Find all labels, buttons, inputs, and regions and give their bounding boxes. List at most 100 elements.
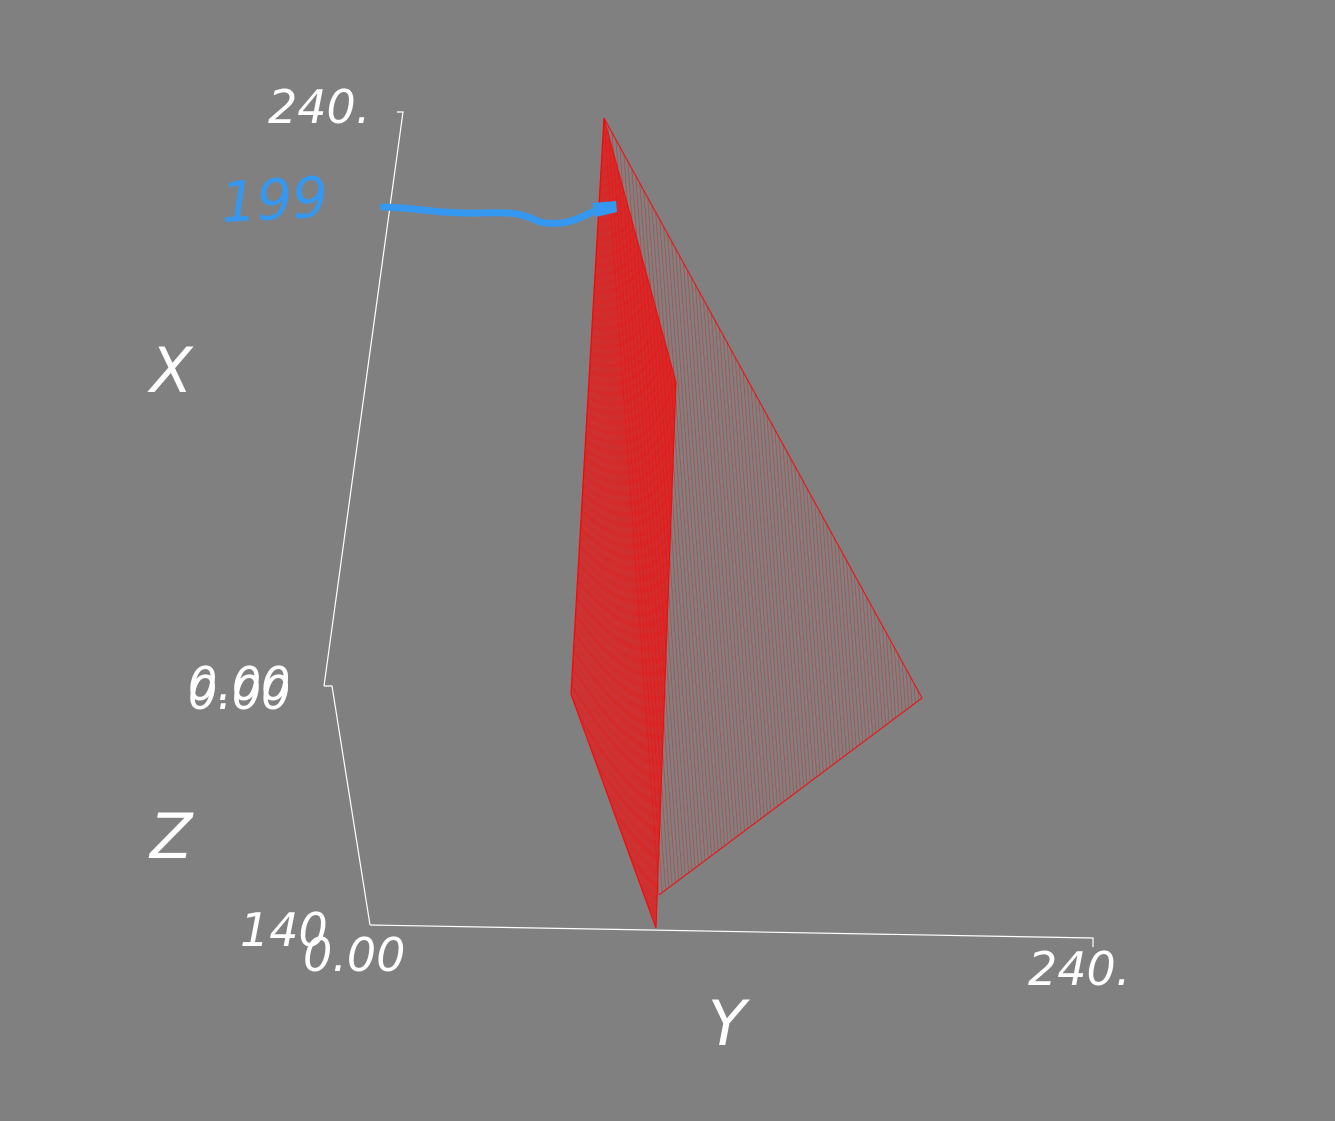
mesh-line	[616, 261, 644, 822]
mesh-line	[654, 379, 676, 926]
mesh-line	[633, 314, 659, 869]
mesh-line	[584, 161, 617, 734]
y-min-tick: 0.00	[303, 928, 405, 982]
mesh-line	[587, 170, 619, 741]
mesh-line	[659, 219, 706, 861]
mesh-line	[629, 299, 655, 856]
mesh-line	[652, 373, 675, 921]
mesh-line	[647, 358, 671, 908]
mesh-line	[586, 167, 619, 739]
mesh-line	[612, 247, 640, 809]
annotation-arrow	[379, 202, 612, 228]
mesh-line	[573, 126, 607, 702]
mesh-line	[602, 217, 632, 783]
mesh-line	[703, 299, 742, 834]
mesh-line	[653, 376, 675, 923]
mesh-line	[607, 232, 636, 796]
mesh-line	[691, 277, 732, 841]
mesh-line	[818, 509, 837, 763]
mesh-line	[710, 313, 749, 829]
mesh-line	[625, 288, 651, 845]
mesh-line	[575, 132, 609, 708]
mesh-line	[613, 252, 642, 814]
mesh-line	[866, 596, 877, 733]
mesh-line	[687, 270, 729, 844]
mesh-line	[679, 255, 722, 849]
mesh-line	[642, 340, 666, 892]
axis-lines	[323, 111, 1094, 947]
mesh-line	[675, 248, 719, 851]
mesh-line	[889, 639, 897, 718]
mesh-line	[762, 407, 791, 797]
mesh-line	[877, 618, 887, 726]
mesh-edge	[603, 117, 923, 699]
mesh-line	[572, 123, 607, 700]
mesh-line	[645, 349, 668, 900]
mesh-line	[619, 270, 647, 830]
mesh-edge	[658, 697, 923, 896]
mesh-line	[571, 120, 606, 697]
mesh-line	[608, 235, 637, 799]
mesh-line	[577, 138, 611, 713]
mesh-line	[581, 153, 615, 726]
mesh-line	[597, 203, 628, 770]
mesh-line	[596, 200, 627, 767]
mesh-line	[786, 451, 811, 782]
mesh-line	[631, 168, 683, 878]
mesh-line	[594, 191, 625, 760]
z-min-tick: 0.00	[188, 666, 290, 720]
mesh-line	[640, 335, 664, 887]
mesh-line	[885, 632, 893, 721]
mesh-line	[604, 223, 634, 788]
mesh-line	[647, 197, 696, 868]
mesh-line	[746, 378, 778, 807]
mesh-line	[605, 226, 635, 791]
mesh-line	[790, 458, 814, 780]
mesh-line	[576, 135, 610, 710]
mesh-line	[862, 589, 874, 735]
mesh-line	[621, 276, 648, 835]
mesh-line	[574, 129, 608, 705]
mesh-line	[742, 371, 775, 809]
mesh-line	[579, 144, 612, 718]
mesh-line	[909, 676, 913, 706]
mesh-line	[901, 661, 906, 711]
mesh-line	[834, 538, 851, 753]
mesh-line	[613, 249, 641, 812]
mesh-edge	[655, 381, 677, 929]
mesh-line	[644, 346, 667, 897]
x-axis-line	[323, 111, 404, 687]
mesh-line	[873, 610, 883, 728]
mesh-line	[758, 400, 788, 799]
mesh-line	[810, 494, 831, 767]
mesh-line	[718, 328, 755, 824]
mesh-line	[854, 574, 867, 740]
mesh-line	[627, 293, 653, 851]
mesh-line	[850, 567, 864, 743]
mesh-line	[596, 197, 627, 765]
mesh-line	[782, 444, 808, 785]
mesh-line	[611, 132, 666, 891]
mesh-line	[599, 208, 630, 775]
mesh-line	[651, 204, 699, 866]
mesh-line	[730, 349, 765, 817]
mesh-line	[778, 436, 804, 787]
mesh-line	[628, 296, 654, 853]
mesh-line	[838, 545, 854, 750]
mesh-edge	[570, 693, 657, 929]
mesh-line	[826, 523, 844, 758]
mesh-line	[579, 147, 613, 721]
mesh-line	[626, 291, 652, 848]
mesh-line	[627, 161, 680, 881]
mesh-line	[646, 352, 669, 903]
mesh-line	[774, 429, 801, 790]
mesh-line	[699, 291, 739, 836]
z-max-tick: 140	[240, 903, 328, 957]
mesh-line	[913, 683, 916, 703]
annotation-label: 199	[219, 165, 329, 236]
x-axis-title: X	[147, 334, 194, 407]
mesh-line	[617, 264, 645, 825]
mesh-line	[750, 386, 781, 804]
